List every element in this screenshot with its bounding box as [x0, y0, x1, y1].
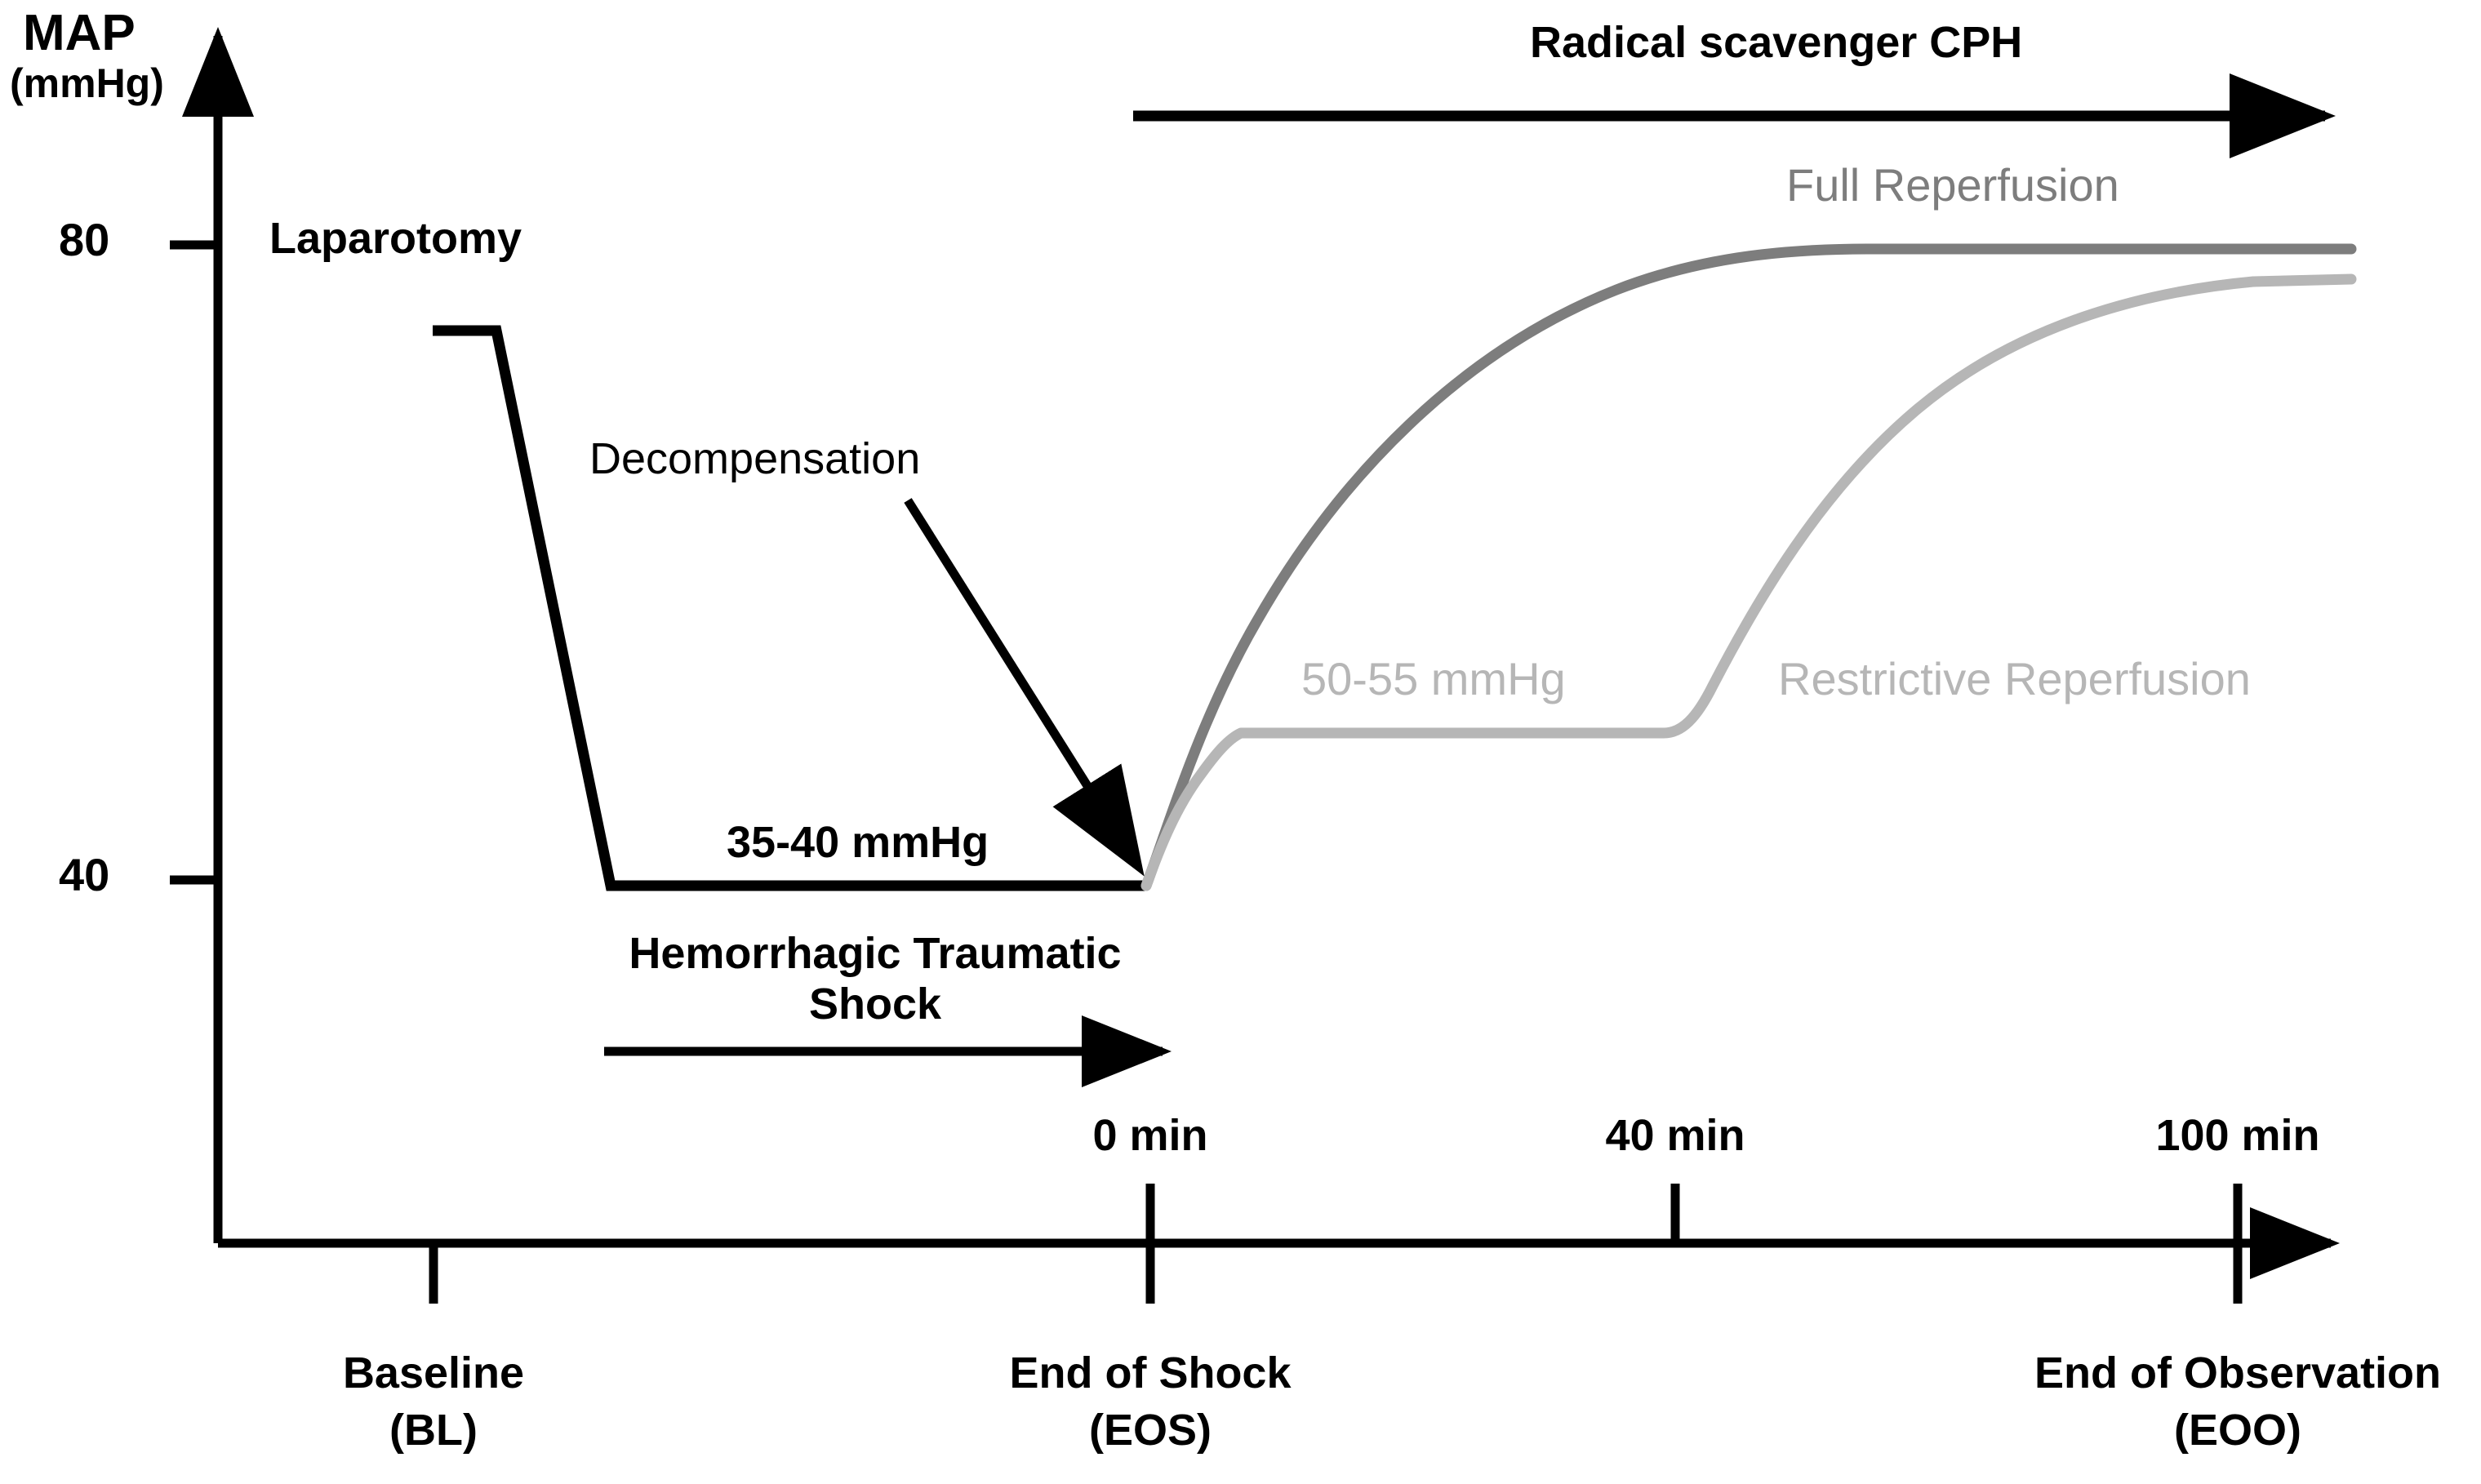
decompensation-arrow: [904, 498, 1145, 877]
cph-label: Radical scavenger CPH: [1530, 18, 2023, 67]
shock-phase-label-line1: Hemorrhagic Traumatic: [629, 929, 1122, 978]
baseline-label-line2: (BL): [389, 1406, 478, 1455]
shock-phase-label-line2: Shock: [808, 980, 942, 1029]
xtick-label-100min: 100 min: [2155, 1111, 2320, 1160]
eoo-label-line1: End of Observation: [2034, 1348, 2442, 1397]
baseline-label-line1: Baseline: [342, 1348, 525, 1397]
eos-label-line2: (EOS): [1088, 1406, 1212, 1455]
shock-map-trace: [433, 325, 1145, 891]
decompensation-label: Decompensation: [589, 434, 921, 483]
y-tick-label-40: 40: [59, 849, 110, 900]
restrictive-reperfusion-label: Restrictive Reperfusion: [1778, 653, 2251, 704]
shock-value-label: 35-40 mmHg: [727, 818, 989, 867]
full-reperfusion-label: Full Reperfusion: [1786, 159, 2119, 211]
restrictive-reperfusion-curve: [1140, 273, 2357, 891]
y-axis-title: MAP: [23, 5, 136, 61]
y-tick-label-80: 80: [59, 214, 110, 265]
xtick-label-0min: 0 min: [1092, 1111, 1208, 1160]
restrictive-value-label: 50-55 mmHg: [1301, 653, 1566, 704]
eos-label-line1: End of Shock: [1009, 1348, 1292, 1397]
laparotomy-label: Laparotomy: [269, 214, 522, 263]
xtick-label-40min: 40 min: [1605, 1111, 1745, 1160]
y-axis-unit: (mmHg): [10, 60, 164, 106]
full-reperfusion-curve: [1140, 243, 2357, 891]
eoo-label-line2: (EOO): [2174, 1406, 2301, 1455]
